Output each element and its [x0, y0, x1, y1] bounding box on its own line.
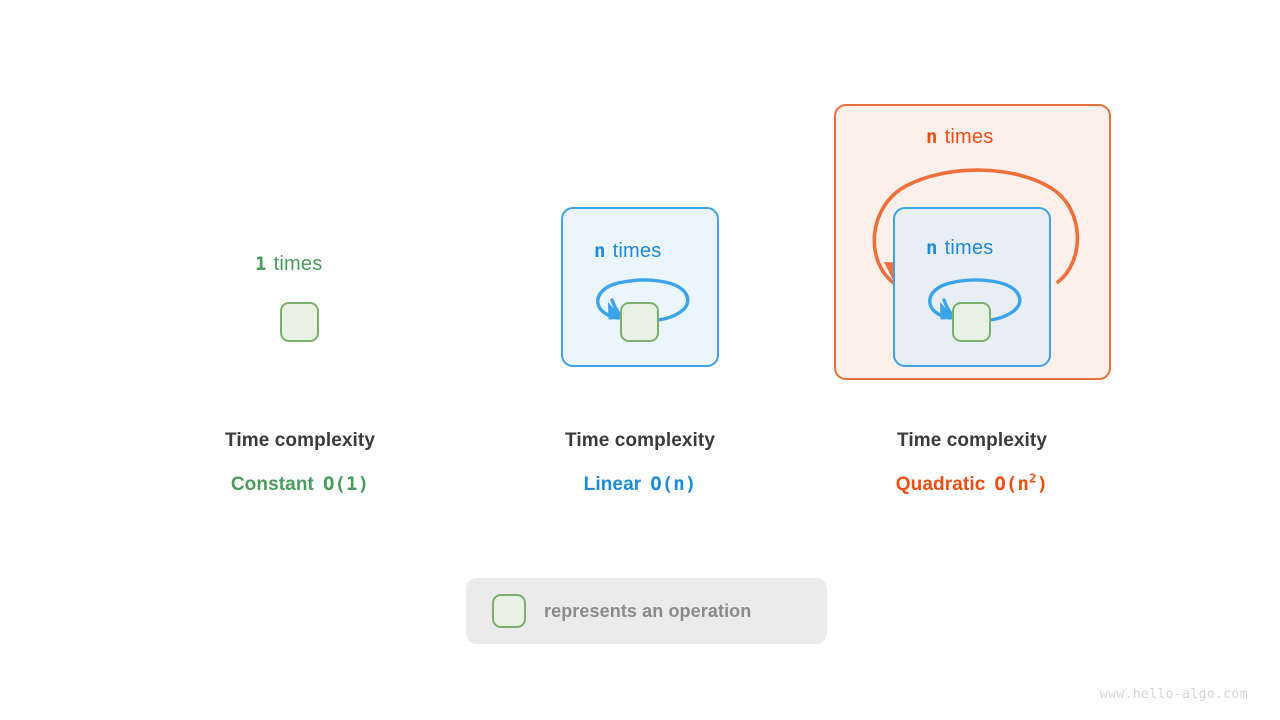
- caption-linear: Time complexity Linear O(n): [490, 430, 790, 496]
- big-o-notation: O(1): [322, 473, 370, 495]
- big-o-open: O(n: [994, 473, 1029, 495]
- big-o-exponent: 2: [1029, 470, 1037, 486]
- complexity-name: Quadratic: [895, 474, 986, 495]
- quadratic-inner-loop-count: n: [926, 237, 938, 259]
- caption-formula: Quadratic O(n2): [822, 470, 1122, 496]
- legend: represents an operation: [466, 578, 827, 644]
- operation-square: [280, 302, 319, 342]
- caption-formula: Linear O(n): [490, 473, 790, 496]
- operation-square: [952, 302, 991, 342]
- caption-quadratic: Time complexity Quadratic O(n2): [822, 430, 1122, 496]
- operation-square-icon: [492, 594, 526, 628]
- big-o-close: ): [1036, 473, 1049, 495]
- complexity-name: Constant: [230, 474, 314, 495]
- operation-square: [620, 302, 659, 342]
- caption-title: Time complexity: [224, 430, 376, 451]
- caption-title: Time complexity: [564, 430, 716, 451]
- caption-title: Time complexity: [896, 430, 1048, 451]
- linear-loop-count: n: [594, 240, 606, 262]
- constant-loop-label: 1 times: [255, 254, 322, 274]
- caption-formula: Constant O(1): [150, 473, 450, 496]
- constant-loop-count: 1: [255, 253, 267, 275]
- quadratic-outer-loop-word: times: [944, 126, 994, 148]
- quadratic-inner-loop-word: times: [944, 237, 994, 259]
- caption-constant: Time complexity Constant O(1): [150, 430, 450, 496]
- watermark: www.hello-algo.com: [1099, 687, 1248, 702]
- big-o-notation: O(n): [650, 473, 697, 495]
- legend-text: represents an operation: [544, 600, 752, 621]
- big-o-notation: O(n2): [994, 470, 1049, 495]
- quadratic-outer-loop-count: n: [926, 126, 938, 148]
- constant-loop-word: times: [273, 253, 323, 275]
- complexity-name: Linear: [583, 474, 642, 495]
- linear-loop-word: times: [612, 240, 662, 262]
